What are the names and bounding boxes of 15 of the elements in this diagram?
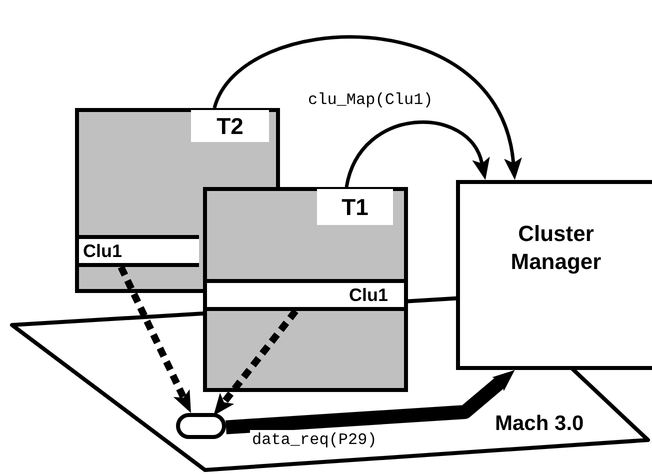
region-label: Clu1 xyxy=(83,242,122,260)
arrow xyxy=(344,120,489,188)
arrow xyxy=(214,308,298,416)
manager-label: Cluster Manager xyxy=(510,220,602,275)
arrow xyxy=(226,370,515,434)
task-label: T1 xyxy=(342,196,368,218)
task-label: T2 xyxy=(216,114,244,138)
platform-label: Mach 3.0 xyxy=(495,411,584,437)
manager-box xyxy=(456,180,652,370)
arrow xyxy=(212,36,522,180)
region-label: Clu1 xyxy=(348,286,388,304)
region-band xyxy=(207,279,404,311)
arrow xyxy=(118,265,191,413)
region-band xyxy=(79,235,199,267)
task-panel xyxy=(203,187,408,392)
